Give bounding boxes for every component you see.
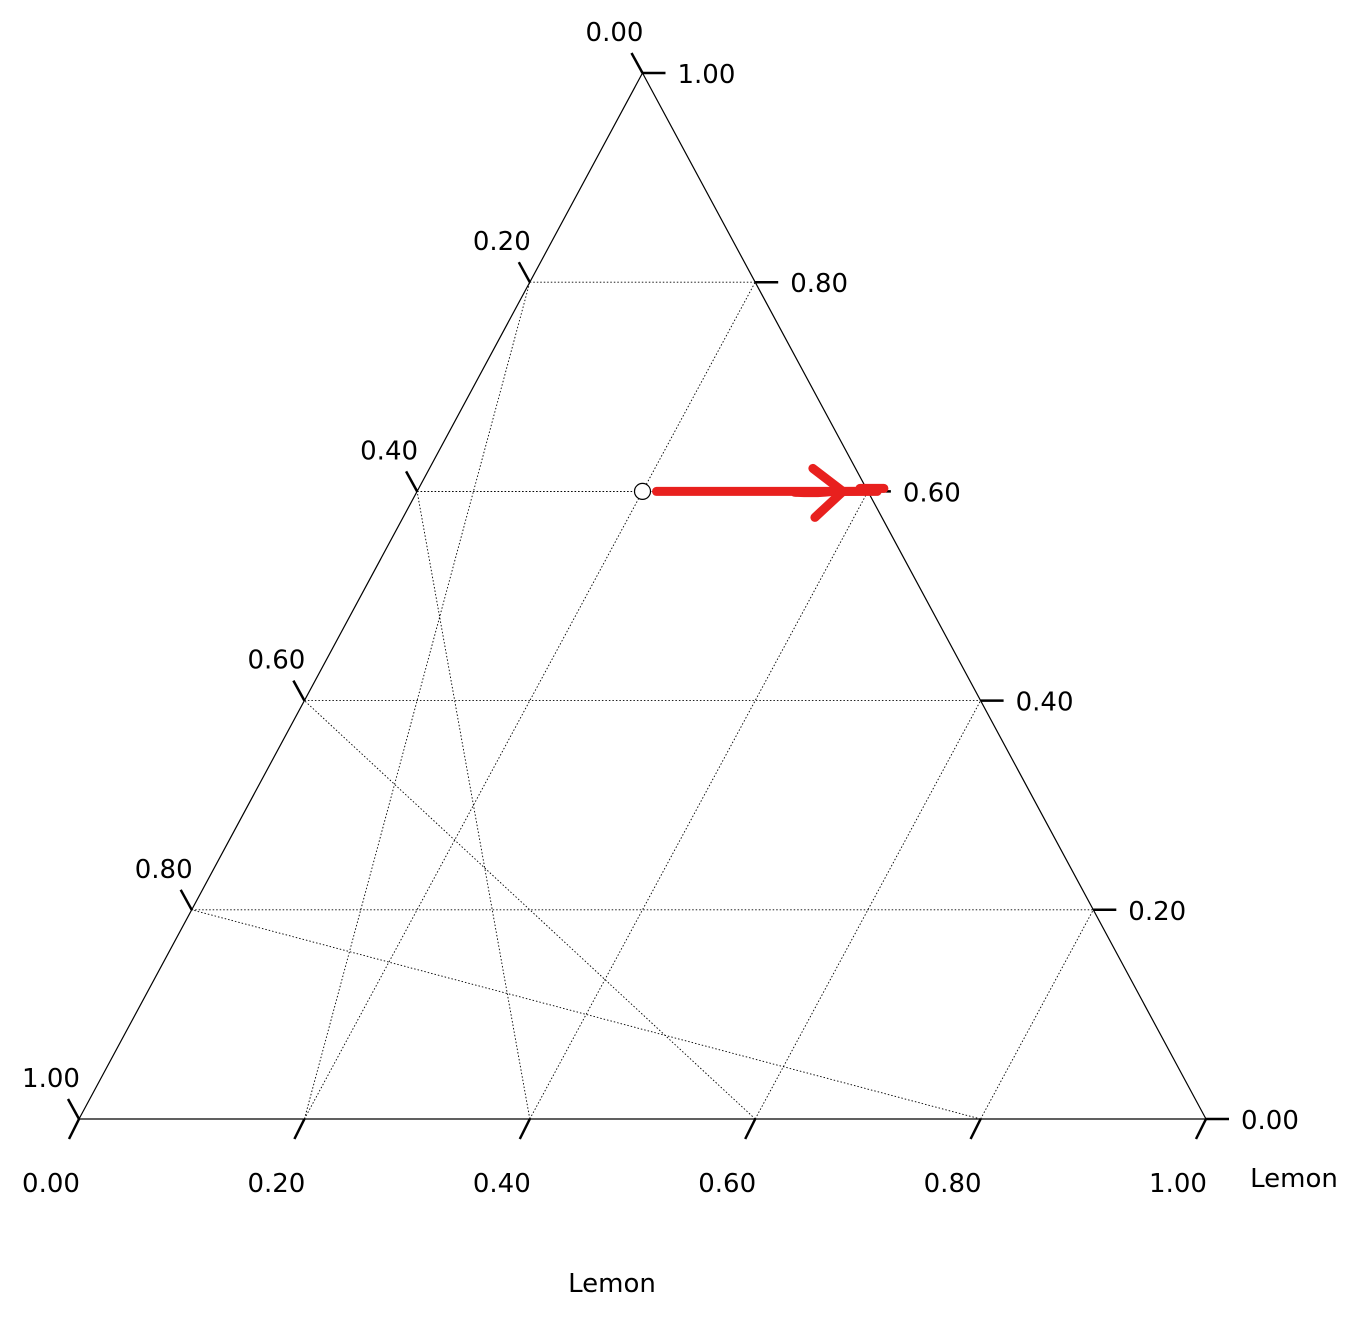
right-axis-tick-label: 0.40	[1016, 688, 1074, 718]
annotation-arrow-head	[808, 463, 848, 522]
bottom-axis-tick-label: 0.80	[924, 1169, 982, 1199]
tick-layer	[66, 52, 1229, 1140]
left-axis-tick	[517, 261, 531, 283]
bottom-axis-title: Lemon	[568, 1269, 656, 1299]
triangle-border	[77, 71, 1208, 1120]
bottom-axis-tick	[293, 1118, 306, 1140]
left-axis-tick	[292, 679, 306, 702]
grid-line-ascending	[304, 700, 756, 1120]
left-axis-tick-label: 0.40	[360, 436, 418, 466]
grid-line-ascending	[416, 491, 531, 1120]
left-axis-tick	[630, 52, 644, 74]
left-axis-tick	[405, 470, 419, 493]
grid-line-descending	[754, 700, 981, 1120]
data-point	[633, 482, 652, 500]
bottom-axis-tick	[67, 1118, 81, 1140]
grid-line-ascending	[303, 282, 531, 1120]
grid-line-descending	[304, 281, 756, 1120]
left-axis-tick-label: 0.00	[586, 18, 644, 48]
right-axis-tick-label: 1.00	[678, 60, 736, 90]
bottom-axis-tick	[744, 1118, 757, 1140]
left-axis-tick	[179, 889, 193, 911]
bottom-axis-tick-label: 0.60	[698, 1169, 756, 1199]
bottom-axis-tick-label: 1.00	[1149, 1169, 1207, 1199]
bottom-axis-tick	[518, 1118, 531, 1140]
right-axis-tick-label: 0.00	[1241, 1106, 1299, 1136]
bottom-axis-tick	[1194, 1118, 1208, 1140]
triangle-frame	[77, 71, 1208, 1120]
grid-line-ascending	[191, 909, 981, 1120]
tick-label-layer: 0.00 0.20 0.40 0.60 0.80 1.00 0.00 0.20 0.40 0.60…	[22, 18, 1299, 1199]
bottom-axis-tick-label: 0.40	[473, 1169, 531, 1199]
bottom-axis-tick	[969, 1118, 982, 1140]
left-axis-tick-label: 0.20	[473, 227, 531, 257]
left-axis-tick-label: 1.00	[22, 1064, 80, 1094]
right-axis-title: Lemon	[1250, 1164, 1338, 1194]
left-axis-tick-label: 0.80	[135, 855, 193, 885]
grid-layer	[191, 281, 1094, 1120]
bottom-axis-tick-label: 0.20	[247, 1169, 305, 1199]
grid-line-descending	[529, 491, 869, 1120]
point-layer	[417, 482, 652, 500]
right-axis-tick-label: 0.60	[903, 478, 961, 508]
annotation-layer	[652, 463, 889, 522]
left-axis-tick-label: 0.60	[247, 646, 305, 676]
bottom-axis-tick-label: 0.00	[22, 1169, 80, 1199]
left-axis-tick	[66, 1098, 81, 1120]
grid-line-descending	[980, 909, 1094, 1120]
right-axis-tick-label: 0.20	[1128, 897, 1186, 927]
right-axis-tick-label: 0.80	[790, 269, 848, 299]
